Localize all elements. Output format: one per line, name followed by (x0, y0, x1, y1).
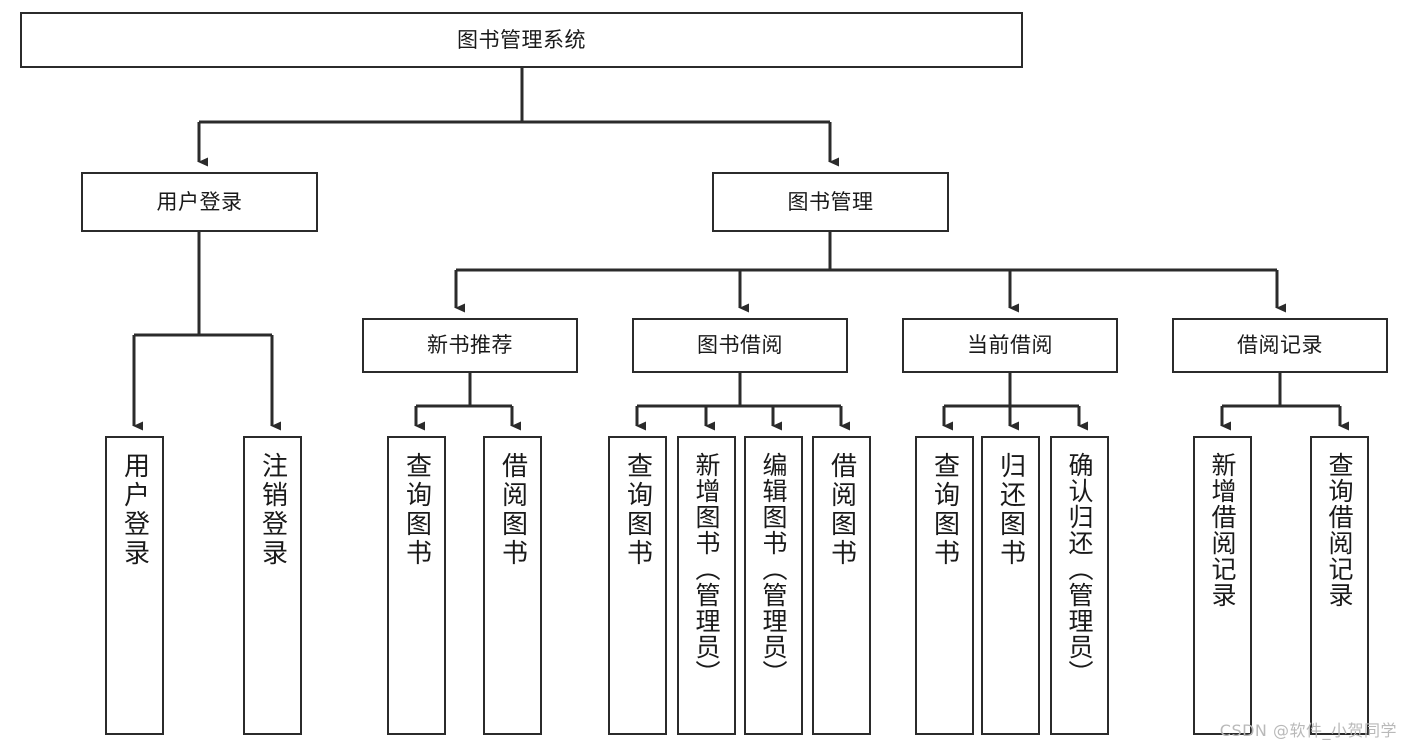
edges-root-to-level1 (197, 68, 839, 167)
node-label: 借阅记录 (1237, 333, 1323, 358)
node-leaf-edit-book[interactable]: 编辑图书（管理员） (744, 436, 803, 735)
node-root-system[interactable]: 图书管理系统 (20, 12, 1023, 68)
node-borrow-record[interactable]: 借阅记录 (1172, 318, 1388, 373)
edges-bookborrow-to-leaves (635, 373, 850, 431)
node-leaf-borrow-book-1[interactable]: 借阅图书 (483, 436, 542, 735)
node-label: 查询借阅记录 (1325, 452, 1354, 608)
node-label: 借阅图书 (826, 452, 857, 568)
node-book-manage[interactable]: 图书管理 (712, 172, 949, 232)
node-label: 新增借阅记录 (1208, 452, 1237, 608)
node-label: 查询图书 (622, 452, 653, 568)
edges-borrowrecord-to-leaves (1220, 373, 1349, 431)
node-leaf-add-book[interactable]: 新增图书（管理员） (677, 436, 736, 735)
edges-userlogin-to-leaves (132, 232, 281, 431)
node-label: 借阅图书 (497, 452, 528, 568)
node-leaf-borrow-book-2[interactable]: 借阅图书 (812, 436, 871, 735)
node-leaf-confirm-return[interactable]: 确认归还（管理员） (1050, 436, 1109, 735)
node-label: 当前借阅 (967, 333, 1053, 358)
node-new-book-recommend[interactable]: 新书推荐 (362, 318, 578, 373)
node-leaf-query-record[interactable]: 查询借阅记录 (1310, 436, 1369, 735)
node-label: 用户登录 (156, 189, 243, 214)
node-leaf-query-book-2[interactable]: 查询图书 (608, 436, 667, 735)
node-leaf-query-book-1[interactable]: 查询图书 (387, 436, 446, 735)
node-book-borrow[interactable]: 图书借阅 (632, 318, 848, 373)
node-leaf-query-book-3[interactable]: 查询图书 (915, 436, 974, 735)
node-label: 用户登录 (119, 452, 150, 568)
node-label: 查询图书 (929, 452, 960, 568)
edges-bookmanage-to-level2 (454, 232, 1286, 313)
node-leaf-return-book[interactable]: 归还图书 (981, 436, 1040, 735)
node-label: 注销登录 (257, 452, 288, 568)
node-label: 查询图书 (401, 452, 432, 568)
node-label: 新书推荐 (427, 333, 513, 358)
edges-newbook-to-leaves (414, 373, 521, 431)
node-leaf-logout[interactable]: 注销登录 (243, 436, 302, 735)
node-label: 新增图书（管理员） (692, 452, 721, 686)
node-label: 确认归还（管理员） (1065, 452, 1094, 686)
node-user-login[interactable]: 用户登录 (81, 172, 318, 232)
edges-currentborrow-to-leaves (942, 373, 1088, 431)
node-leaf-user-login[interactable]: 用户登录 (105, 436, 164, 735)
csdn-watermark: CSDN @软件_小贺同学 (1219, 721, 1397, 740)
node-label: 编辑图书（管理员） (759, 452, 788, 686)
node-current-borrow[interactable]: 当前借阅 (902, 318, 1118, 373)
node-leaf-add-record[interactable]: 新增借阅记录 (1193, 436, 1252, 735)
node-label: 图书借阅 (697, 333, 783, 358)
node-label: 图书管理系统 (457, 27, 586, 52)
node-label: 归还图书 (995, 452, 1026, 568)
node-label: 图书管理 (787, 189, 874, 214)
